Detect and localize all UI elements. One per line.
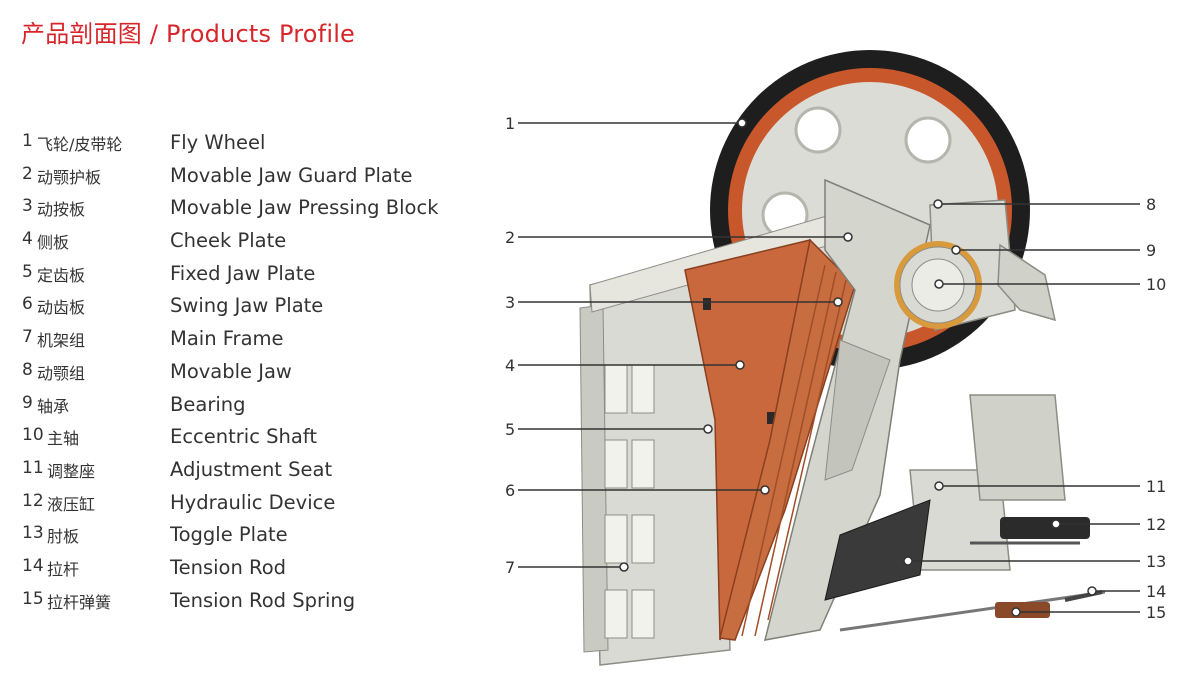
part-name-en: Adjustment Seat [170, 457, 333, 481]
part-name-en: Fly Wheel [170, 131, 266, 154]
callout-number-2: 2 [505, 228, 516, 247]
callout-number-12: 12 [1146, 515, 1167, 534]
part-name-cn: 肘板 [47, 527, 80, 547]
leader-marker-3 [833, 297, 843, 307]
part-name-en: Bearing [170, 392, 246, 416]
part-name-cn: 主轴 [47, 429, 80, 449]
part-name-en: Cheek Plate [170, 229, 287, 253]
part-name-cn: 动颚组 [37, 363, 86, 383]
callout-number-15: 15 [1146, 603, 1167, 622]
part-name-cn: 动颚护板 [37, 167, 102, 187]
part-number: 10 [22, 425, 44, 446]
callout-number-3: 3 [505, 293, 516, 312]
part-name-cn: 机架组 [37, 331, 86, 351]
callout-leaders [518, 118, 1140, 617]
toggle-plate [824, 499, 931, 601]
leader-marker-11 [934, 481, 944, 491]
crusher-cross-section: 1 2 3 4 5 6 7 8 9 10 11 12 13 14 15 [480, 40, 1200, 685]
callout-number-5: 5 [505, 420, 516, 439]
leader-marker-9 [951, 245, 961, 255]
callout-number-14: 14 [1146, 582, 1167, 601]
part-name-en: Movable Jaw Pressing Block [170, 196, 439, 220]
part-name-en: Fixed Jaw Plate [170, 261, 316, 285]
leader-marker-15 [1011, 607, 1021, 617]
part-number: 5 [22, 261, 33, 282]
callout-number-9: 9 [1146, 241, 1157, 260]
part-name-en: Movable Jaw [170, 359, 292, 383]
part-name-en: Swing Jaw Plate [170, 294, 324, 318]
leader-marker-7 [619, 562, 629, 572]
page-title: 产品剖面图 / Products Profile [21, 20, 356, 48]
part-number: 4 [22, 229, 33, 250]
callout-number-8: 8 [1146, 195, 1157, 214]
part-name-cn: 轴承 [37, 396, 70, 416]
callout-number-11: 11 [1146, 477, 1167, 496]
part-number: 9 [22, 392, 33, 413]
part-number: 3 [22, 196, 33, 217]
part-name-cn: 拉杆弹簧 [47, 592, 112, 612]
part-name-cn: 液压缸 [47, 494, 96, 514]
part-name-en: Main Frame [170, 327, 284, 351]
part-name-en: Toggle Plate [170, 523, 288, 547]
callout-number-1: 1 [505, 114, 516, 133]
part-name-cn: 拉杆 [47, 559, 80, 579]
part-number: 7 [22, 327, 33, 348]
crusher-illustration [579, 50, 1106, 666]
hydraulic-device [970, 517, 1090, 545]
part-number: 1 [22, 131, 33, 151]
leader-marker-4 [735, 360, 745, 370]
part-number: 8 [22, 359, 33, 380]
callout-number-7: 7 [505, 558, 516, 577]
part-name-en: Hydraulic Device [170, 490, 336, 514]
leader-marker-6 [760, 485, 770, 495]
part-name-cn: 动齿板 [37, 298, 86, 318]
part-name-en: Tension Rod Spring [170, 588, 356, 612]
part-name-en: Movable Jaw Guard Plate [170, 163, 413, 187]
leader-marker-13 [903, 556, 913, 566]
leader-marker-10 [934, 279, 944, 289]
callout-number-6: 6 [505, 481, 516, 500]
part-number: 14 [22, 555, 44, 576]
part-number: 2 [22, 163, 33, 184]
part-name-cn: 调整座 [47, 461, 96, 481]
callout-number-13: 13 [1146, 552, 1167, 571]
part-number: 13 [22, 523, 44, 544]
part-name-cn: 飞轮/皮带轮 [37, 135, 123, 154]
part-name-cn: 侧板 [37, 233, 70, 253]
leader-marker-5 [703, 424, 713, 434]
leader-marker-8 [933, 199, 943, 209]
part-name-cn: 定齿板 [37, 265, 86, 285]
part-name-en: Eccentric Shaft [170, 425, 317, 449]
part-name-en: Tension Rod [170, 555, 287, 579]
adjustment-seat [909, 394, 1066, 571]
leader-marker-2 [843, 232, 853, 242]
part-name-cn: 动按板 [37, 200, 86, 220]
part-number: 15 [22, 588, 44, 609]
leader-marker-14 [1087, 586, 1097, 596]
callout-number-4: 4 [505, 356, 516, 375]
leader-marker-12 [1051, 519, 1061, 529]
part-number: 11 [22, 457, 44, 478]
leader-marker-1 [737, 118, 747, 128]
part-number: 12 [22, 490, 44, 511]
callout-number-10: 10 [1146, 275, 1167, 294]
part-number: 6 [22, 294, 33, 315]
